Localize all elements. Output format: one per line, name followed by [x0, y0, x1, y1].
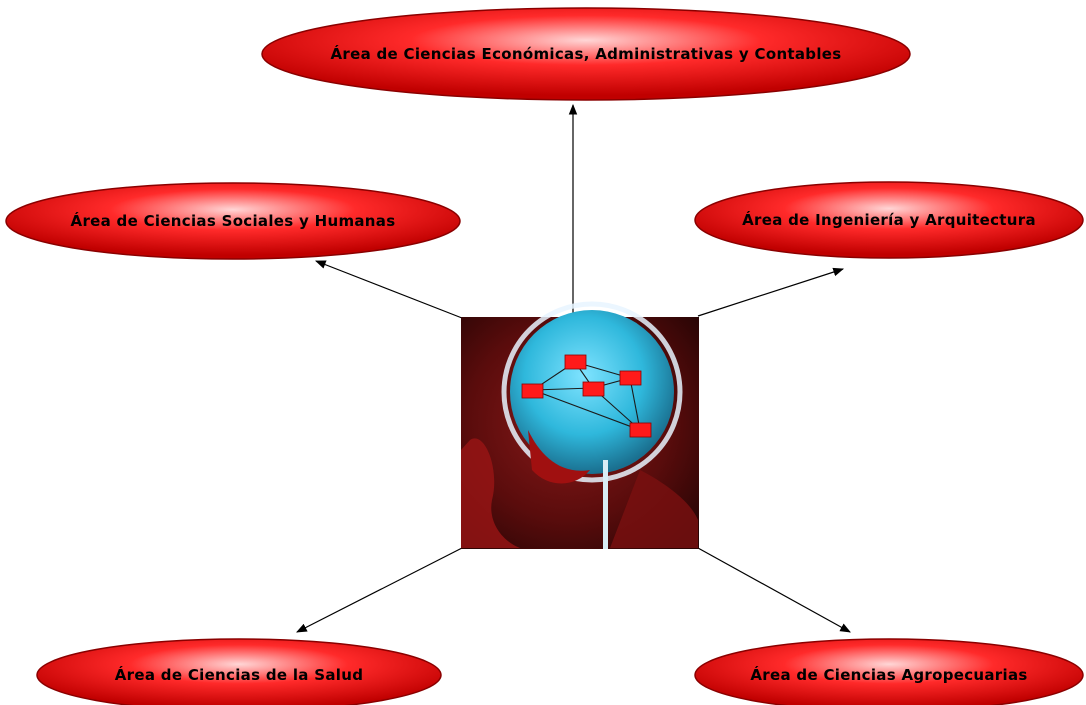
- arrow-to-ingenieria: [697, 267, 845, 317]
- arrow-to-agropecuarias: [697, 547, 851, 633]
- node-salud[interactable]: Área de Ciencias de la Salud: [36, 638, 442, 705]
- node-economicas-label: Área de Ciencias Económicas, Administrat…: [330, 44, 841, 63]
- arrow-to-salud: [296, 547, 463, 633]
- node-sociales-label: Área de Ciencias Sociales y Humanas: [71, 211, 396, 230]
- node-salud-label: Área de Ciencias de la Salud: [115, 665, 363, 684]
- node-sociales[interactable]: Área de Ciencias Sociales y Humanas: [5, 182, 461, 260]
- network-node-box: [521, 383, 544, 399]
- brain-network-image: [461, 301, 699, 549]
- node-ingenieria[interactable]: Área de Ingeniería y Arquitectura: [694, 181, 1084, 259]
- node-agropecuarias-label: Área de Ciencias Agropecuarias: [750, 665, 1027, 684]
- network-node-box: [564, 354, 587, 370]
- node-agropecuarias[interactable]: Área de Ciencias Agropecuarias: [694, 638, 1084, 705]
- network-node-box: [582, 381, 605, 397]
- arrow-to-sociales: [314, 260, 463, 319]
- network-node-box: [629, 422, 652, 438]
- node-economicas[interactable]: Área de Ciencias Económicas, Administrat…: [261, 7, 911, 101]
- node-ingenieria-label: Área de Ingeniería y Arquitectura: [742, 210, 1036, 229]
- connectors: [296, 103, 851, 633]
- network-node-box: [619, 370, 642, 386]
